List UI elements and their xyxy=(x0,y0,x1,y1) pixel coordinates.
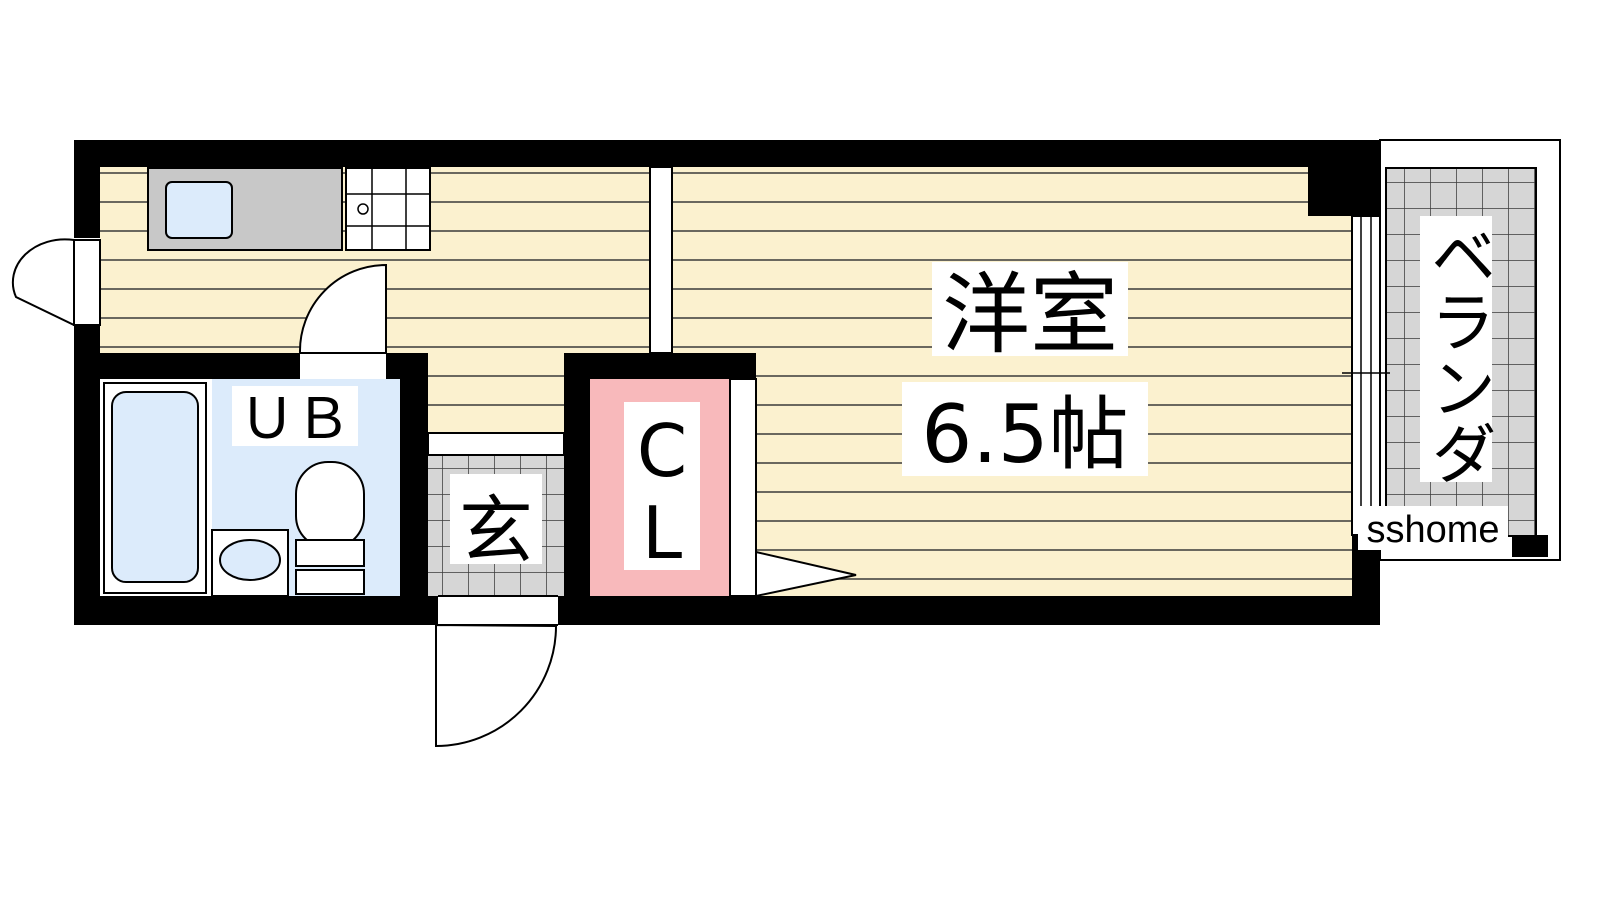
doors xyxy=(11,238,857,748)
closet-label-c: C xyxy=(637,409,687,493)
balcony-label: ベランダ xyxy=(1420,222,1497,486)
label-backgrounds xyxy=(232,216,1508,564)
bath-door-icon xyxy=(298,263,387,354)
closet xyxy=(590,378,757,597)
side-door-icon xyxy=(11,238,75,327)
sink-icon xyxy=(165,181,233,239)
toilet-icon xyxy=(295,461,365,595)
closet-door-icon xyxy=(755,550,857,598)
bath-label: ＵＢ xyxy=(239,387,351,452)
walls xyxy=(74,140,1548,625)
watermark-text: sshome xyxy=(1366,509,1499,551)
front-door-icon xyxy=(435,623,558,748)
entrance-label: 玄 xyxy=(459,488,533,574)
closet-label-l: L xyxy=(642,491,682,575)
western-room-name: 洋室 xyxy=(942,263,1118,366)
western-room-size: 6.5帖 xyxy=(921,388,1128,481)
kitchen-counter xyxy=(147,167,431,251)
partition-post xyxy=(649,166,673,354)
